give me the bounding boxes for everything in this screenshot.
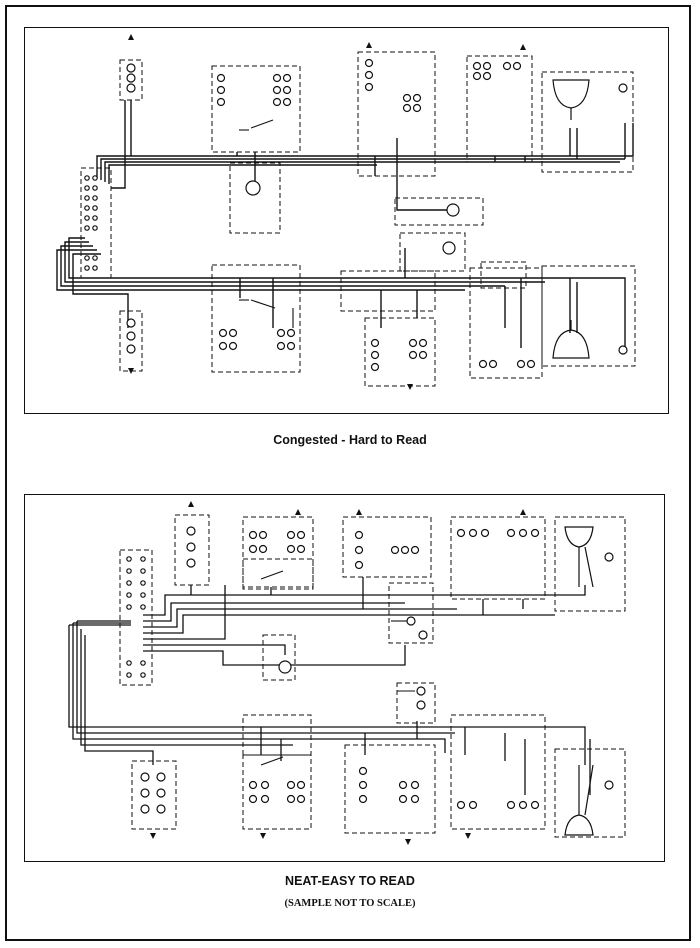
component-boxes bbox=[80, 51, 636, 387]
component-boxes bbox=[119, 514, 626, 838]
lamp-symbols bbox=[564, 526, 594, 836]
page-frame bbox=[5, 5, 691, 941]
congested-wiring-diagram bbox=[24, 27, 669, 414]
ground-arrows bbox=[150, 501, 526, 845]
bundled-wires bbox=[56, 100, 634, 353]
caption-congested: Congested - Hard to Read bbox=[273, 433, 427, 447]
switch-symbols bbox=[260, 570, 415, 766]
caption-scale-note: (SAMPLE NOT TO SCALE) bbox=[284, 898, 416, 909]
routed-wires bbox=[68, 577, 591, 795]
terminal-circles bbox=[126, 526, 614, 814]
congested-diagram-drawing bbox=[56, 34, 636, 390]
neat-wiring-diagram bbox=[24, 494, 665, 862]
switch-symbols bbox=[239, 119, 294, 328]
ground-arrows bbox=[128, 34, 526, 390]
lamp-symbols bbox=[552, 79, 590, 359]
neat-diagram-drawing bbox=[68, 501, 626, 845]
caption-neat: NEAT-EASY TO READ bbox=[285, 874, 415, 888]
terminal-circles bbox=[84, 58, 628, 372]
